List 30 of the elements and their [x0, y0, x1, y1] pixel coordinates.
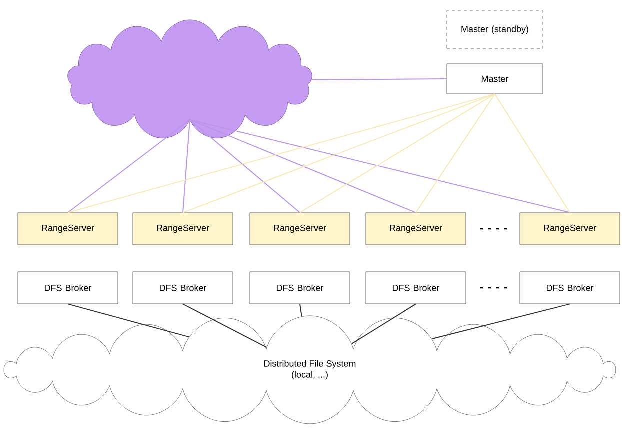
standby-box: Master (standby) [446, 10, 544, 50]
connector-line [190, 119, 570, 214]
connector-line [300, 304, 302, 318]
storage-cloud: Distributed File System (local, ...) [4, 316, 616, 424]
connector-line [190, 119, 300, 214]
connector-line [300, 94, 496, 214]
server-box: RangeServer [366, 212, 466, 246]
connector-line [68, 119, 190, 214]
server-box: RangeServer [132, 212, 234, 246]
process-box: DFS Broker [366, 272, 466, 304]
cloud-shape [68, 20, 312, 138]
connector-line [311, 78, 448, 80]
process-box: Master [446, 64, 544, 94]
process-box: DFS Broker [132, 272, 234, 304]
connector-line [416, 94, 496, 214]
process-box: DFS Broker [250, 272, 350, 304]
connector-line [351, 304, 416, 344]
connector-line [182, 119, 190, 214]
server-box: RangeServer [18, 212, 118, 246]
connector-line [432, 304, 570, 340]
connector-line [68, 94, 496, 214]
connector-line [182, 304, 268, 348]
process-box: DFS Broker [520, 272, 620, 304]
connector-line [182, 94, 496, 214]
server-box: RangeServer [520, 212, 620, 246]
process-box: DFS Broker [18, 272, 118, 304]
connector-line [68, 304, 190, 338]
connector-line [190, 119, 416, 214]
connector-line [494, 94, 570, 214]
server-box: RangeServer [250, 212, 350, 246]
